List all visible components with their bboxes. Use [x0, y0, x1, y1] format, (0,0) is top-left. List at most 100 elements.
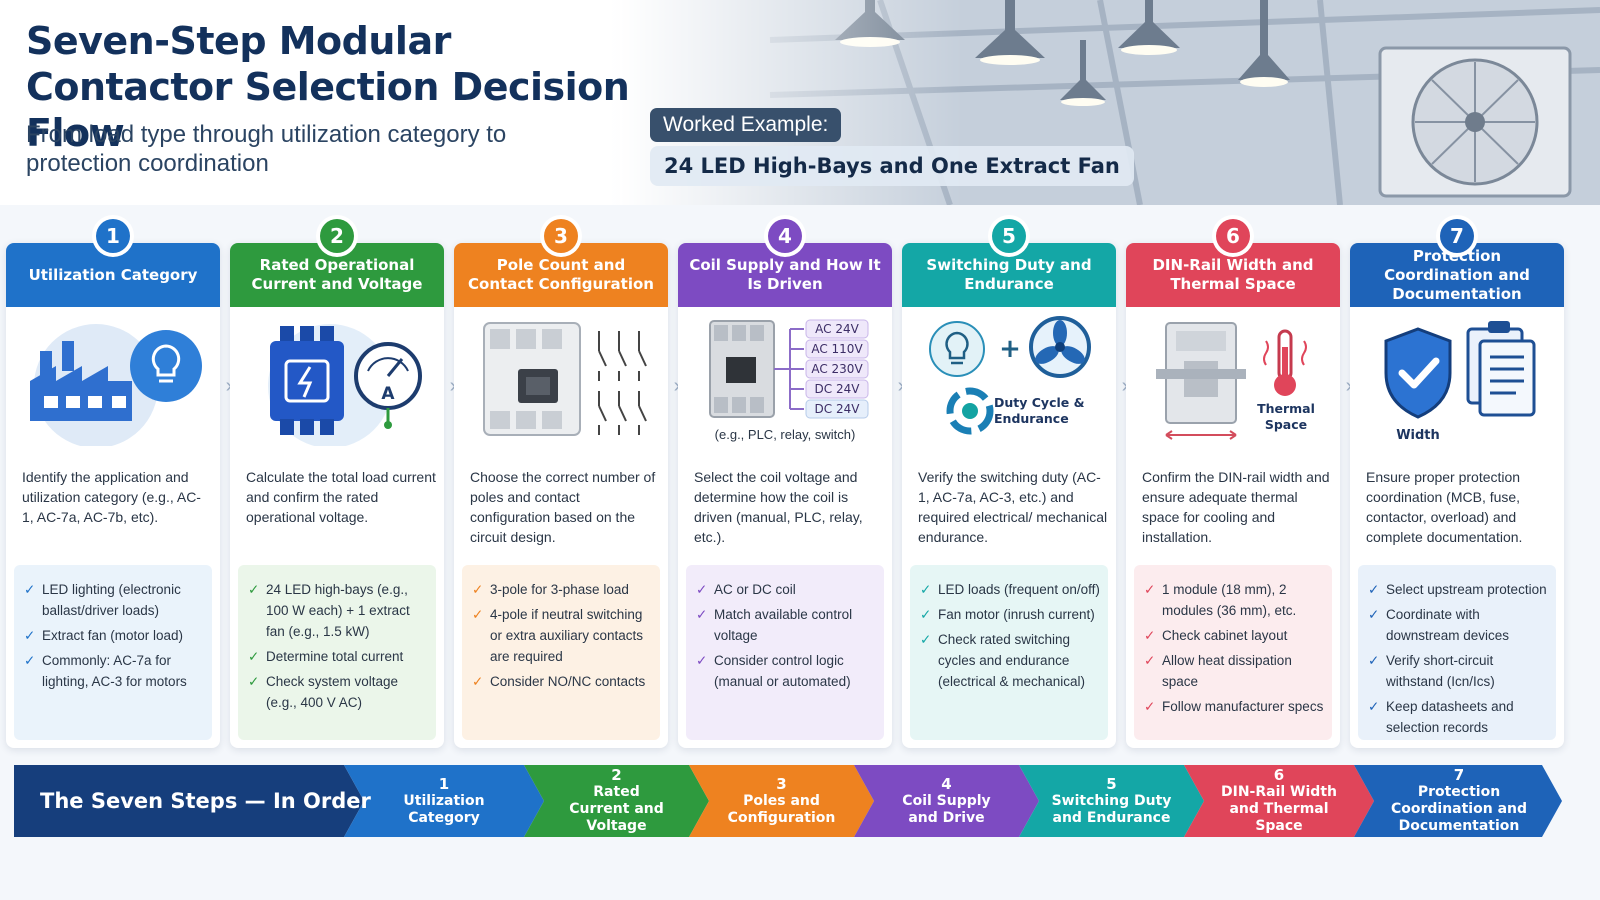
- chevron-right-icon: ›: [897, 375, 905, 397]
- step-title: Switching Duty and Endurance: [902, 243, 1116, 307]
- ribbon-chevron-1: [344, 765, 544, 837]
- check-icon: ✓: [1368, 582, 1380, 597]
- step-description: Confirm the DIN-rail width and ensure ad…: [1142, 469, 1330, 545]
- step-number-badge: 7: [1436, 215, 1478, 257]
- ribbon-label-shape: [14, 765, 364, 837]
- step-number-badge: 5: [988, 215, 1030, 257]
- checklist-item: ✓Allow heat dissipation space: [1144, 650, 1324, 692]
- shield-document-icon: Width: [1384, 321, 1536, 443]
- checklist-item: ✓Coordinate with downstream devices: [1368, 604, 1548, 646]
- checklist-item: ✓4-pole if neutral switching or extra au…: [472, 604, 652, 667]
- checklist-item: ✓Match available control voltage: [696, 604, 876, 646]
- ribbon-chevron-4: [854, 765, 1039, 837]
- coil-voltage-option: AC 110V: [811, 342, 863, 356]
- check-icon: ✓: [248, 674, 260, 689]
- din-rail-thermometer-icon: Thermal Space: [1156, 322, 1315, 440]
- ribbon-chevron-3: [689, 765, 874, 837]
- step-number-badge: 1: [92, 215, 134, 257]
- coil-voltage-option: DC 24V: [815, 382, 861, 396]
- check-icon: ✓: [472, 607, 484, 622]
- page-title: Seven-Step Modular Contactor Selection D…: [26, 19, 630, 155]
- step-card-1: 1 Utilization Category Identify the appl…: [6, 215, 220, 748]
- check-icon: ✓: [472, 582, 484, 597]
- ribbon-label: The Seven Steps — In Order: [40, 789, 371, 813]
- step-description: Ensure proper protection coordination (M…: [1366, 469, 1523, 545]
- step-card-7: 7 Protection Coordination and Documentat…: [1350, 215, 1564, 748]
- coil-voltage-option: DC 24V: [815, 402, 861, 416]
- coil-voltage-option: AC 24V: [815, 322, 859, 336]
- checklist-item: ✓1 module (18 mm), 2 modules (36 mm), et…: [1144, 579, 1324, 621]
- check-icon: ✓: [920, 607, 932, 622]
- step-checklist: ✓1 module (18 mm), 2 modules (36 mm), et…: [1134, 565, 1332, 740]
- checklist-item: ✓Keep datasheets and selection records: [1368, 696, 1548, 738]
- worked-example: Worked Example: 24 LED High-Bays and One…: [650, 108, 1134, 186]
- check-icon: ✓: [1144, 653, 1156, 668]
- step-checklist: ✓LED loads (frequent on/off) ✓Fan motor …: [910, 565, 1108, 740]
- ribbon-chevron-2: [524, 765, 709, 837]
- step-checklist: ✓AC or DC coil ✓Match available control …: [686, 565, 884, 740]
- checklist-item: ✓Extract fan (motor load): [24, 625, 204, 646]
- duty-cycle-icon: + Duty Cycle & Endurance: [929, 316, 1091, 435]
- thermal-space-label: Thermal Space: [1257, 401, 1315, 432]
- page-subtitle: From load type through utilization categ…: [26, 121, 507, 177]
- checklist-item: ✓Check rated switching cycles and endura…: [920, 629, 1100, 692]
- check-icon: ✓: [24, 582, 36, 597]
- svg-text:+: +: [999, 334, 1021, 364]
- check-icon: ✓: [24, 653, 36, 668]
- step-number-badge: 2: [316, 215, 358, 257]
- ribbon-chevron-5: [1019, 765, 1204, 837]
- step-card-4: 4 Coil Supply and How It Is Driven AC 24…: [678, 215, 892, 748]
- step-description: Select the coil voltage and determine ho…: [694, 469, 863, 545]
- checklist-item: ✓Select upstream protection: [1368, 579, 1548, 600]
- ammeter-label: A: [381, 384, 395, 404]
- step-card-5: 5 Switching Duty and Endurance + Duty Cy…: [902, 215, 1116, 748]
- check-icon: ✓: [1368, 607, 1380, 622]
- checklist-item: ✓AC or DC coil: [696, 579, 876, 600]
- checklist-item: ✓Follow manufacturer specs: [1144, 696, 1324, 717]
- check-icon: ✓: [472, 674, 484, 689]
- check-icon: ✓: [248, 649, 260, 664]
- duty-cycle-label: Duty Cycle & Endurance: [994, 395, 1085, 426]
- checklist-item: ✓LED loads (frequent on/off): [920, 579, 1100, 600]
- chevron-right-icon: ›: [673, 375, 681, 397]
- breaker-ammeter-icon: A: [268, 324, 422, 446]
- check-icon: ✓: [248, 582, 260, 597]
- step-description: Choose the correct number of poles and c…: [470, 469, 656, 545]
- checklist-item: ✓24 LED high-bays (e.g., 100 W each) + 1…: [248, 579, 428, 642]
- step-description: Identify the application and utilization…: [22, 469, 201, 525]
- check-icon: ✓: [920, 632, 932, 647]
- coil-drive-note: (e.g., PLC, relay, switch): [715, 427, 856, 442]
- step-description: Verify the switching duty (AC-1, AC-7a, …: [918, 469, 1108, 545]
- checklist-item: ✓Commonly: AC-7a for lighting, AC-3 for …: [24, 650, 204, 692]
- step-number-badge: 6: [1212, 215, 1254, 257]
- checklist-item: ✓Consider control logic (manual or autom…: [696, 650, 876, 692]
- step-card-3: 3 Pole Count and Contact Configuration C…: [454, 215, 668, 748]
- worked-example-tag: Worked Example:: [650, 108, 842, 142]
- check-icon: ✓: [696, 653, 708, 668]
- checklist-item: ✓Check cabinet layout: [1144, 625, 1324, 646]
- worked-example-text: 24 LED High-Bays and One Extract Fan: [650, 146, 1134, 186]
- checklist-item: ✓LED lighting (electronic ballast/driver…: [24, 579, 204, 621]
- step-description: Calculate the total load current and con…: [246, 469, 436, 525]
- contactor-pole-diagram-icon: [483, 322, 647, 436]
- step-card-6: 6 DIN-Rail Width and Thermal Space Therm…: [1126, 215, 1340, 748]
- check-icon: ✓: [696, 607, 708, 622]
- checklist-item: ✓Determine total current: [248, 646, 428, 667]
- coil-voltage-option: AC 230V: [811, 362, 863, 376]
- check-icon: ✓: [1368, 653, 1380, 668]
- step-card-2: 2 Rated Operational Current and Voltage …: [230, 215, 444, 748]
- checklist-item: ✓Check system voltage (e.g., 400 V AC): [248, 671, 428, 713]
- ribbon-chevrons: [14, 765, 1562, 837]
- step-checklist: ✓LED lighting (electronic ballast/driver…: [14, 565, 212, 740]
- shield-label: Width: [1396, 428, 1440, 443]
- chevron-right-icon: ›: [449, 375, 457, 397]
- step-number-badge: 4: [764, 215, 806, 257]
- checklist-item: ✓Verify short-circuit withstand (Icn/Ics…: [1368, 650, 1548, 692]
- step-checklist: ✓Select upstream protection ✓Coordinate …: [1358, 565, 1556, 740]
